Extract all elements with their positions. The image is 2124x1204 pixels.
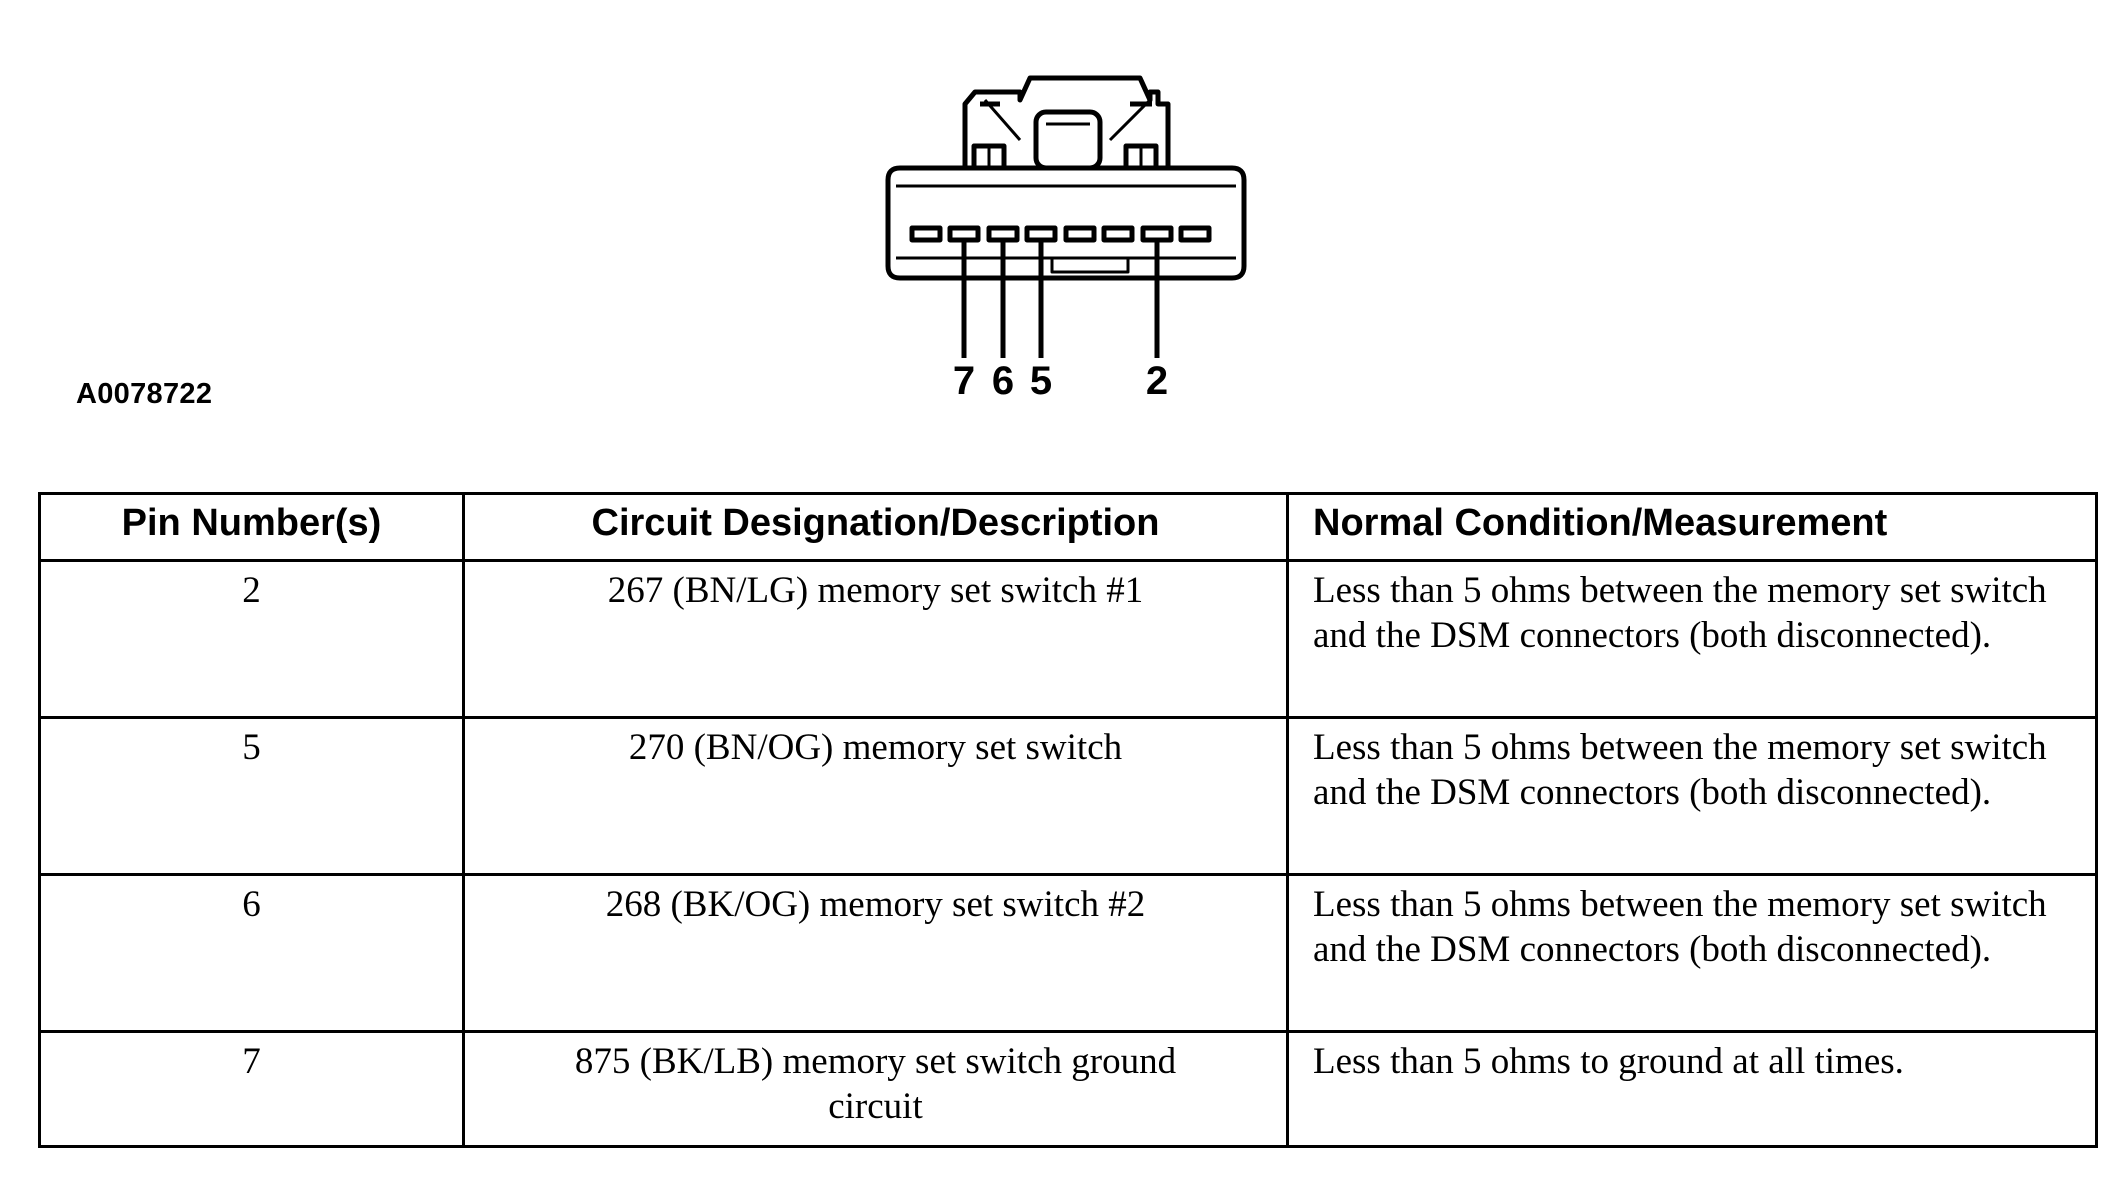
- measurement-cell: Less than 5 ohms between the memory set …: [1286, 716, 2098, 876]
- pin-label-6: 6: [992, 359, 1014, 403]
- header-circuit-description: Circuit Designation/Description: [462, 492, 1289, 562]
- connector-latch-housing: [962, 75, 1171, 168]
- measurement-cell: Less than 5 ohms to ground at all times.: [1286, 1030, 2098, 1148]
- connector-diagram: 7 6 5 2: [885, 75, 1247, 403]
- pin-number-cell: 6: [38, 873, 465, 1033]
- table-header-row: Pin Number(s) Circuit Designation/Descri…: [38, 492, 2098, 562]
- figure-id: A0078722: [76, 378, 213, 410]
- pin-label-7: 7: [953, 359, 975, 403]
- circuit-description-cell: 267 (BN/LG) memory set switch #1: [462, 559, 1289, 719]
- table-row: 7 875 (BK/LB) memory set switch ground c…: [38, 1030, 2098, 1148]
- table-row: 2 267 (BN/LG) memory set switch #1 Less …: [38, 559, 2098, 719]
- circuit-description-cell: 270 (BN/OG) memory set switch: [462, 716, 1289, 876]
- table-row: 6 268 (BK/OG) memory set switch #2 Less …: [38, 873, 2098, 1033]
- pin-label-2: 2: [1146, 359, 1168, 403]
- pin-number-cell: 2: [38, 559, 465, 719]
- pin-cavities: [909, 225, 1212, 243]
- header-normal-condition: Normal Condition/Measurement: [1286, 492, 2098, 562]
- pin-table: Pin Number(s) Circuit Designation/Descri…: [38, 492, 2098, 1148]
- pin-number-cell: 5: [38, 716, 465, 876]
- pin-number-cell: 7: [38, 1030, 465, 1148]
- circuit-description-cell: 268 (BK/OG) memory set switch #2: [462, 873, 1289, 1033]
- measurement-cell: Less than 5 ohms between the memory set …: [1286, 873, 2098, 1033]
- connector-body: [885, 165, 1247, 281]
- pin-label-5: 5: [1030, 359, 1052, 403]
- table-row: 5 270 (BN/OG) memory set switch Less tha…: [38, 716, 2098, 876]
- measurement-cell: Less than 5 ohms between the memory set …: [1286, 559, 2098, 719]
- connector-latch-tab: [1033, 109, 1103, 171]
- circuit-description-cell: 875 (BK/LB) memory set switch ground cir…: [462, 1030, 1289, 1148]
- header-pin-number: Pin Number(s): [38, 492, 465, 562]
